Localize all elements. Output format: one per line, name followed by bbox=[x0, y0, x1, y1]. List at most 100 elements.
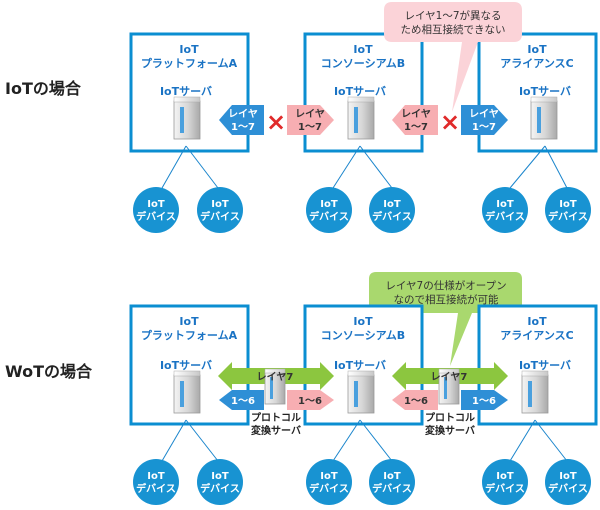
device-circle: IoT デバイス bbox=[482, 459, 528, 505]
layer7-label: レイヤ7 bbox=[257, 371, 294, 383]
server-label-a: IoTサーバ bbox=[160, 359, 212, 372]
platform-b-title-2: コンソーシアムB bbox=[321, 57, 405, 70]
svg-text:デバイス: デバイス bbox=[548, 210, 588, 223]
layer16-label: 1～6 bbox=[404, 396, 428, 407]
svg-text:デバイス: デバイス bbox=[136, 482, 176, 495]
layer-arrow-text: 1～7 bbox=[231, 122, 255, 133]
layer16-label: 1～6 bbox=[298, 396, 322, 407]
layer16-label: 1～6 bbox=[472, 396, 496, 407]
gateway-server-icon bbox=[438, 368, 460, 405]
callout-text: レイヤ1～7が異なる bbox=[404, 9, 501, 22]
server-icon bbox=[173, 370, 201, 414]
section-label-wot: WoTの場合 bbox=[5, 362, 93, 381]
layer-arrow-text: レイヤ bbox=[469, 108, 499, 120]
server-label-c: IoTサーバ bbox=[519, 85, 571, 98]
platform-b-title-1: IoT bbox=[353, 315, 373, 328]
server-icon bbox=[521, 370, 549, 414]
device-circle: IoT デバイス bbox=[197, 187, 243, 233]
layer-arrow-b-left bbox=[287, 105, 334, 135]
svg-text:デバイス: デバイス bbox=[372, 482, 412, 495]
svg-text:デバイス: デバイス bbox=[136, 210, 176, 223]
svg-text:デバイス: デバイス bbox=[200, 210, 240, 223]
svg-text:デバイス: デバイス bbox=[548, 482, 588, 495]
gateway-label: 変換サーバ bbox=[425, 424, 475, 437]
callout-text: ため相互接続できない bbox=[401, 23, 506, 36]
device-circle: IoT デバイス bbox=[306, 459, 352, 505]
svg-text:IoT: IoT bbox=[147, 199, 165, 210]
server-label-a: IoTサーバ bbox=[160, 85, 212, 98]
device-connectors bbox=[161, 145, 568, 189]
callout-text: レイヤ7の仕様がオープン bbox=[385, 279, 506, 292]
platform-c-title-1: IoT bbox=[527, 315, 547, 328]
layer-arrow-text: レイヤ bbox=[228, 108, 258, 120]
device-circle: IoT デバイス bbox=[133, 459, 179, 505]
layer-arrow-c-left bbox=[461, 105, 508, 135]
cross-icon: × bbox=[266, 108, 286, 136]
gateway-label: プロトコル bbox=[425, 411, 475, 424]
svg-text:デバイス: デバイス bbox=[372, 210, 412, 223]
server-icon bbox=[173, 96, 201, 140]
svg-text:IoT: IoT bbox=[559, 471, 577, 482]
server-icon bbox=[530, 96, 558, 140]
layer-arrow-text: 1～7 bbox=[472, 122, 496, 133]
platform-a-title-2: プラットフォームA bbox=[141, 328, 238, 342]
svg-text:デバイス: デバイス bbox=[200, 482, 240, 495]
cross-icon: × bbox=[440, 108, 460, 136]
callout-text: なので相互接続が可能 bbox=[394, 293, 499, 306]
callout-bubble bbox=[384, 2, 522, 112]
platform-a-title-1: IoT bbox=[179, 315, 199, 328]
layer-arrow-text: レイヤ bbox=[401, 108, 431, 120]
section-label-iot: IoTの場合 bbox=[5, 79, 82, 98]
svg-text:IoT: IoT bbox=[496, 471, 514, 482]
platform-a-title-2: プラットフォームA bbox=[141, 56, 238, 70]
server-label-c: IoTサーバ bbox=[519, 359, 571, 372]
svg-text:デバイス: デバイス bbox=[309, 210, 349, 223]
layer16-label: 1～6 bbox=[231, 396, 255, 407]
layer16-arrow-b-right bbox=[392, 390, 438, 410]
device-circle: IoT デバイス bbox=[133, 187, 179, 233]
svg-text:IoT: IoT bbox=[320, 471, 338, 482]
platform-c-title-2: アライアンスC bbox=[500, 57, 573, 70]
svg-text:IoT: IoT bbox=[559, 199, 577, 210]
device-circle: IoT デバイス bbox=[545, 187, 591, 233]
svg-text:デバイス: デバイス bbox=[485, 482, 525, 495]
device-circle: IoT デバイス bbox=[545, 459, 591, 505]
svg-text:IoT: IoT bbox=[211, 199, 229, 210]
layer16-arrow-c bbox=[461, 390, 508, 410]
layer16-arrow-a bbox=[219, 390, 264, 410]
device-circle: IoT デバイス bbox=[369, 187, 415, 233]
gateway-label: 変換サーバ bbox=[251, 424, 301, 437]
layer-arrow-b-right bbox=[392, 105, 438, 135]
svg-text:IoT: IoT bbox=[320, 199, 338, 210]
layer-arrow-text: レイヤ bbox=[295, 108, 325, 120]
svg-text:IoT: IoT bbox=[383, 471, 401, 482]
platform-box-c bbox=[477, 32, 598, 153]
svg-text:IoT: IoT bbox=[496, 199, 514, 210]
layer16-arrow-b-left bbox=[287, 390, 334, 410]
layer-arrow-text: 1～7 bbox=[404, 122, 428, 133]
svg-text:デバイス: デバイス bbox=[309, 482, 349, 495]
platform-c-title-2: アライアンスC bbox=[500, 329, 573, 342]
device-circle: IoT デバイス bbox=[197, 459, 243, 505]
gateway-server-icon bbox=[264, 368, 286, 405]
callout-bubble bbox=[369, 272, 522, 366]
server-icon bbox=[347, 370, 375, 414]
platform-a-title-1: IoT bbox=[179, 43, 199, 56]
gateway-label: プロトコル bbox=[251, 411, 301, 424]
device-circle: IoT デバイス bbox=[482, 187, 528, 233]
layer-arrow-text: 1～7 bbox=[298, 122, 322, 133]
server-label-b: IoTサーバ bbox=[334, 85, 386, 98]
device-connectors bbox=[161, 419, 568, 462]
platform-b-title-1: IoT bbox=[353, 43, 373, 56]
server-label-b: IoTサーバ bbox=[334, 359, 386, 372]
platform-c-title-1: IoT bbox=[527, 43, 547, 56]
svg-text:IoT: IoT bbox=[147, 471, 165, 482]
layer-arrow-a-right bbox=[219, 105, 264, 135]
svg-text:デバイス: デバイス bbox=[485, 210, 525, 223]
server-icon bbox=[347, 96, 375, 140]
device-circle: IoT デバイス bbox=[369, 459, 415, 505]
layer7-label: レイヤ7 bbox=[431, 371, 468, 383]
device-circle: IoT デバイス bbox=[306, 187, 352, 233]
section-wot: WoTの場合 レイヤ7の仕様がオープン なので相互接続が可能 IoT プラットフ… bbox=[5, 272, 598, 505]
